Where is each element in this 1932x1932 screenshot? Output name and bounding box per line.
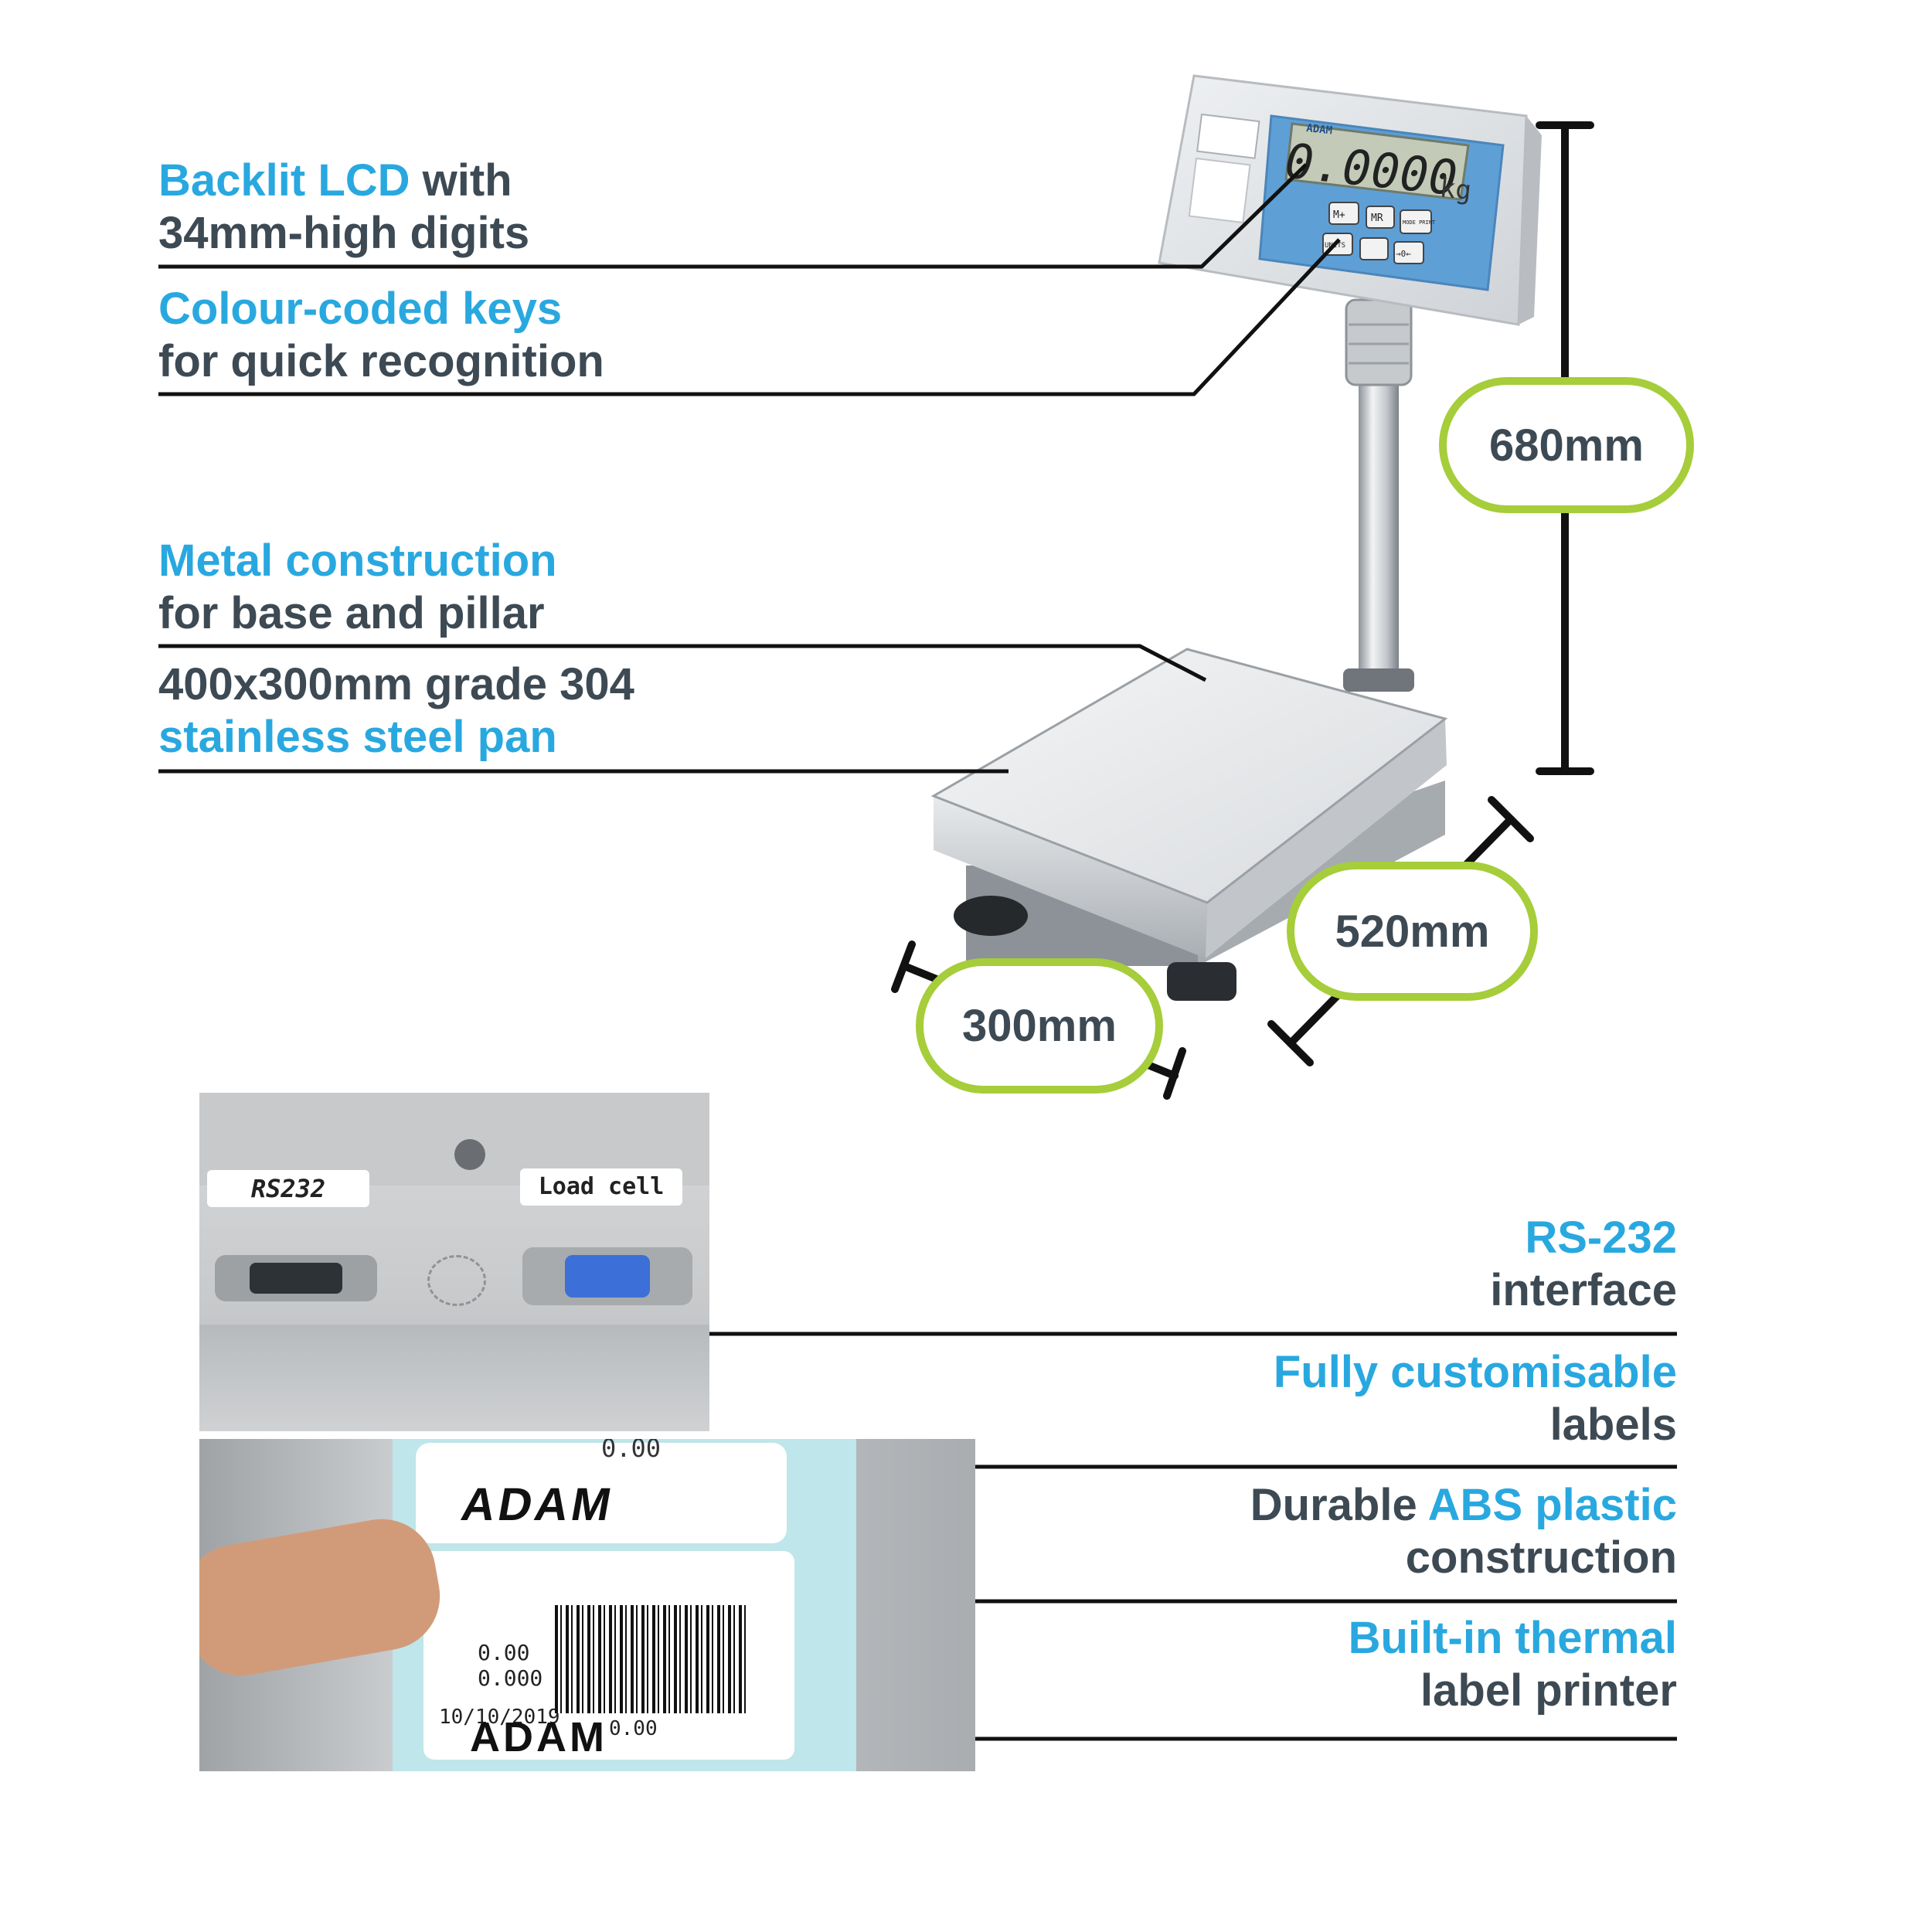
feature-highlight: Metal construction (158, 536, 557, 586)
feature-thermal-printer: Built-in thermal label printer (1349, 1612, 1677, 1717)
loadcell-sticker: Load cell (520, 1168, 682, 1206)
feature-subtext: 34mm-high digits (158, 208, 530, 258)
panel-lower (199, 1325, 709, 1431)
label-upper: 0.00 ADAM (416, 1439, 787, 1543)
screw-hole (454, 1139, 485, 1170)
dimension-height: 680mm (1439, 377, 1694, 513)
feature-subtext: for base and pillar (158, 588, 545, 638)
loadcell-socket (565, 1255, 650, 1298)
rs232-port[interactable] (215, 1255, 377, 1301)
key-mplus[interactable] (1328, 202, 1359, 225)
feature-colour-keys: Colour-coded keys for quick recognition (158, 283, 604, 388)
feature-highlight: Fully customisable (1273, 1347, 1677, 1397)
key-mode-print[interactable] (1400, 209, 1432, 234)
feature-stainless-pan: 400x300mm grade 304 stainless steel pan (158, 658, 634, 764)
key-label: MODE PRINT (1403, 219, 1436, 226)
label-value-b: 0.000 (478, 1665, 543, 1691)
blank-knockout (427, 1255, 486, 1306)
label-value-a: 0.00 (478, 1640, 530, 1665)
leader-lines-top (158, 163, 1341, 774)
key-mr[interactable] (1366, 206, 1395, 229)
feature-rs232: RS-232 interface (1490, 1212, 1677, 1317)
rs232-socket (250, 1263, 342, 1294)
key-tare[interactable] (1359, 237, 1389, 260)
label-brand-top: ADAM (457, 1478, 618, 1530)
label-brand-bottom: ADAM (470, 1714, 607, 1760)
lcd-unit: kg (1438, 172, 1473, 206)
ports-photo: RS232 Load cell (199, 1093, 709, 1431)
dimension-width: 300mm (916, 958, 1163, 1094)
feature-highlight: Colour-coded keys (158, 284, 563, 334)
label-lower: 0.00 0.000 10/10/2019 0.00 (423, 1551, 794, 1760)
rs232-sticker: RS232 (207, 1170, 369, 1207)
feature-subtext: label printer (1420, 1665, 1677, 1716)
feature-highlight: ABS plastic (1427, 1480, 1677, 1530)
feature-highlight: Backlit LCD (158, 155, 410, 206)
key-label: →0← (1396, 249, 1411, 259)
label-value-top: 0.00 (601, 1439, 662, 1463)
feature-text: 400x300mm grade 304 (158, 659, 634, 709)
feature-highlight: RS-232 (1525, 1213, 1677, 1263)
feature-metal-construction: Metal construction for base and pillar (158, 535, 557, 640)
feature-highlight: Built-in thermal (1348, 1613, 1677, 1663)
head-brand: ADAM (1306, 122, 1333, 137)
feature-subtext: labels (1549, 1400, 1677, 1450)
feature-subtext: for quick recognition (158, 336, 604, 386)
feature-backlit-lcd: Backlit LCD with 34mm-high digits (158, 155, 529, 260)
feature-subtext: interface (1490, 1265, 1677, 1315)
feature-abs-plastic: Durable ABS plastic construction (1250, 1479, 1677, 1584)
key-zero[interactable] (1393, 241, 1424, 264)
label-date: 10/10/2019 (439, 1706, 560, 1729)
label-barcode (555, 1605, 748, 1713)
key-label: M+ (1333, 209, 1345, 221)
key-label: MR (1371, 213, 1383, 224)
feature-highlight: stainless steel pan (158, 712, 557, 762)
indicator-head: 0.0000 kg ADAM M+ MR MODE PRINT UNITS →0… (1158, 74, 1542, 326)
loadcell-port[interactable] (522, 1247, 692, 1305)
label-photo: 0.00 ADAM 0.00 0.000 10/10/2019 0.00 ADA… (199, 1439, 975, 1771)
feature-custom-labels: Fully customisable labels (1274, 1346, 1677, 1451)
feature-text: Durable (1250, 1480, 1428, 1530)
feature-text: with (410, 155, 512, 206)
dimension-depth: 520mm (1287, 862, 1538, 1001)
label-value-barcode: 0.00 (609, 1717, 658, 1740)
pillar (1343, 298, 1414, 692)
feature-subtext: construction (1405, 1532, 1677, 1583)
